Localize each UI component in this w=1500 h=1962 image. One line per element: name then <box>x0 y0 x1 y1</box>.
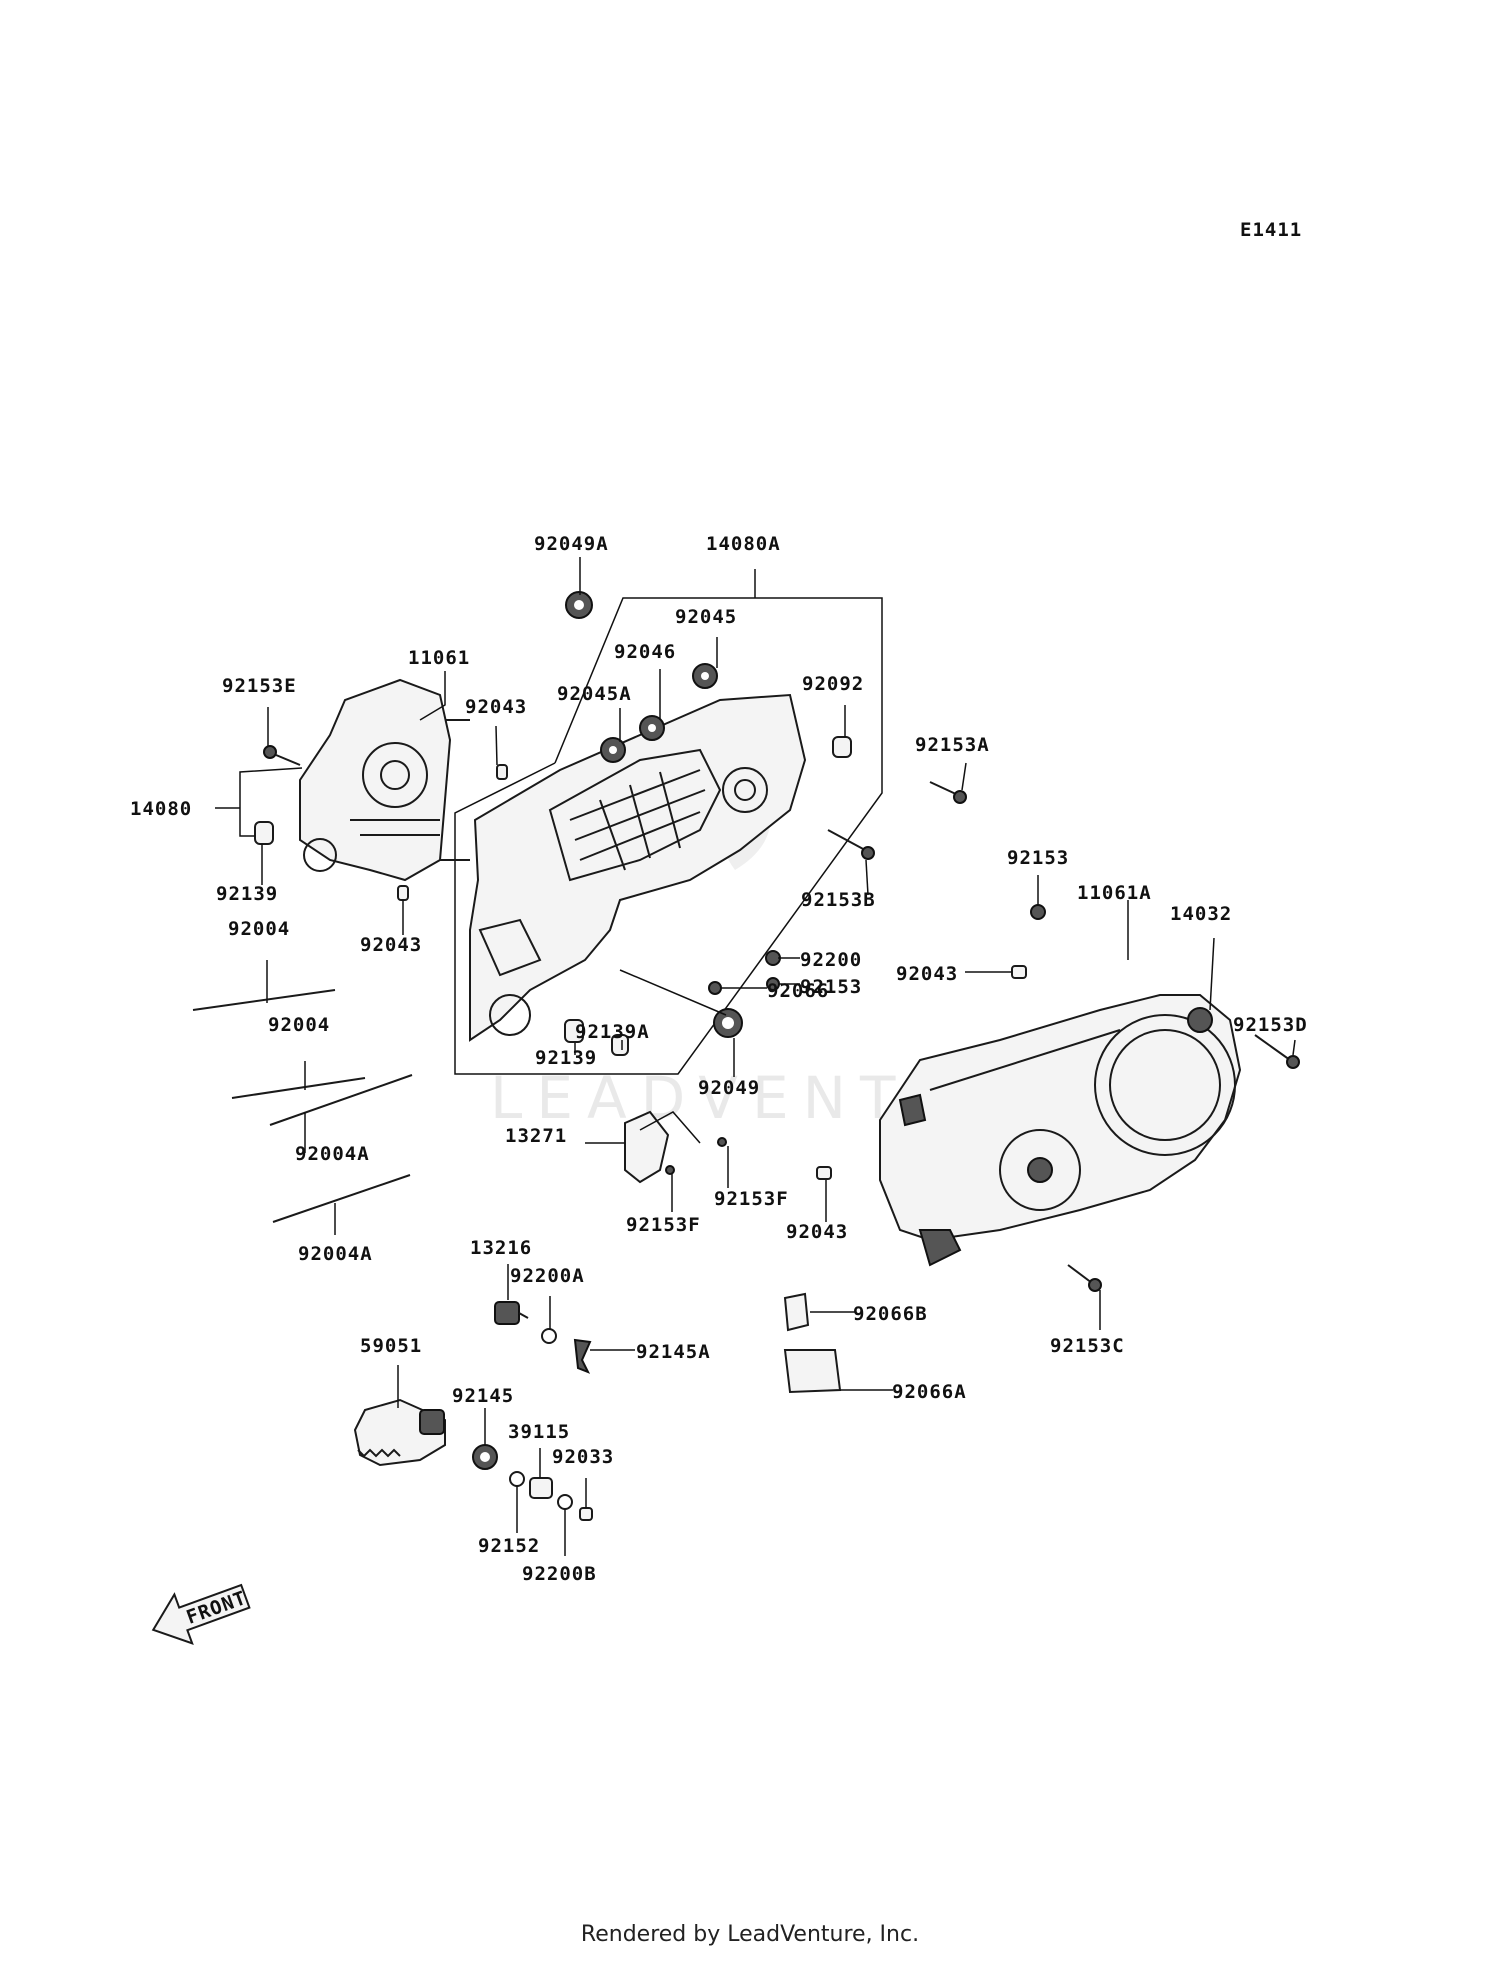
spring-92145 <box>472 1444 498 1470</box>
dowel-92043-lower <box>816 1166 832 1180</box>
front-arrow-icon: FRONT <box>151 1583 251 1645</box>
bushing-92092 <box>832 736 852 758</box>
label-92004A-lower: 92004A <box>298 1243 373 1265</box>
label-92066A: 92066A <box>892 1381 967 1403</box>
label-92049: 92049 <box>698 1077 760 1099</box>
label-92200A: 92200A <box>510 1265 585 1287</box>
label-92033: 92033 <box>552 1446 614 1468</box>
label-92153-center: 92153 <box>800 976 862 998</box>
pin-92139A <box>611 1034 629 1056</box>
label-92139A: 92139A <box>575 1021 650 1043</box>
label-14080: 14080 <box>130 798 192 820</box>
label-92045A: 92045A <box>557 683 632 705</box>
bolt-92153F-a <box>665 1165 675 1175</box>
label-92004A-upper: 92004A <box>295 1143 370 1165</box>
label-92043-right: 92043 <box>896 963 958 985</box>
label-14032: 14032 <box>1170 903 1232 925</box>
dowel-92043-left <box>397 885 409 901</box>
label-92153F-left: 92153F <box>626 1214 701 1236</box>
gasket-14032 <box>1187 1007 1213 1033</box>
label-92145: 92145 <box>452 1385 514 1407</box>
label-13271: 13271 <box>505 1125 567 1147</box>
plug-92066 <box>708 981 722 995</box>
clip-92145A <box>573 1338 592 1374</box>
pin-92139 <box>564 1019 584 1043</box>
label-14080A: 14080A <box>706 533 781 555</box>
label-13216: 13216 <box>470 1237 532 1259</box>
bearing-92045A <box>600 737 626 763</box>
label-92043-lower: 92043 <box>786 1221 848 1243</box>
label-92043-top: 92043 <box>465 696 527 718</box>
bolt-92153A <box>929 781 967 804</box>
bush-39115 <box>529 1477 553 1499</box>
washer-92152 <box>509 1471 525 1487</box>
stud-92004-lower <box>231 1077 366 1099</box>
label-92153-right: 92153 <box>1007 847 1069 869</box>
label-92004-upper: 92004 <box>228 918 290 940</box>
label-92046: 92046 <box>614 641 676 663</box>
pin-92139-left <box>254 821 274 845</box>
bolt-92153F-b <box>717 1137 727 1147</box>
washer-92200B <box>557 1494 573 1510</box>
label-92200: 92200 <box>800 949 862 971</box>
diagram-code: E1411 <box>1240 219 1302 241</box>
dowel-92043-right <box>1011 965 1027 979</box>
label-92049A: 92049A <box>534 533 609 555</box>
label-92139-center: 92139 <box>535 1047 597 1069</box>
label-92139-left: 92139 <box>216 883 278 905</box>
stud-92004-upper <box>192 989 336 1011</box>
label-39115: 39115 <box>508 1421 570 1443</box>
circlip-92033 <box>579 1507 593 1521</box>
dowel-92043-top <box>496 764 508 780</box>
label-92043-left: 92043 <box>360 934 422 956</box>
label-92153E: 92153E <box>222 675 297 697</box>
bearing-92045 <box>692 663 718 689</box>
seal-92049 <box>713 1008 743 1038</box>
bolt-92153E <box>263 745 301 766</box>
washer-92200A <box>541 1328 557 1344</box>
bearing-92046 <box>639 715 665 741</box>
bolt-92153C <box>1067 1264 1102 1292</box>
label-92145A: 92145A <box>636 1341 711 1363</box>
label-92200B: 92200B <box>522 1563 597 1585</box>
damper-92066A <box>783 1349 842 1394</box>
transmission-cover <box>879 994 1242 1267</box>
bearing-92049A <box>565 591 593 619</box>
stud-92004A-upper <box>269 1074 413 1126</box>
footer-credit: Rendered by LeadVenture, Inc. <box>580 1922 920 1947</box>
label-92153A: 92153A <box>915 734 990 756</box>
label-92092: 92092 <box>802 673 864 695</box>
label-11061: 11061 <box>408 647 470 669</box>
label-92066B: 92066B <box>853 1303 928 1325</box>
group-box-14080A <box>454 597 883 1075</box>
plate-13271 <box>624 1110 670 1184</box>
label-92153D: 92153D <box>1233 1014 1308 1036</box>
label-92004-lower: 92004 <box>268 1014 330 1036</box>
label-92153F-right: 92153F <box>714 1188 789 1210</box>
bolt-92153 <box>1030 904 1046 920</box>
damper-92066B <box>783 1292 810 1332</box>
kick-gear-59051 <box>353 1398 446 1467</box>
label-92066: 92066 <box>767 980 829 1002</box>
label-92152: 92152 <box>478 1535 540 1557</box>
label-92153B: 92153B <box>801 889 876 911</box>
bolt-92153D <box>1254 1034 1300 1069</box>
bolt-92153B <box>827 829 875 860</box>
crankcase-left <box>299 678 470 882</box>
label-92045: 92045 <box>675 606 737 628</box>
stud-92004A-lower <box>272 1174 411 1223</box>
shaft-13216 <box>494 1301 529 1325</box>
washer-92200 <box>765 950 781 966</box>
label-92153C: 92153C <box>1050 1335 1125 1357</box>
label-59051: 59051 <box>360 1335 422 1357</box>
label-11061A: 11061A <box>1077 882 1152 904</box>
crankcase-right <box>469 693 807 1042</box>
